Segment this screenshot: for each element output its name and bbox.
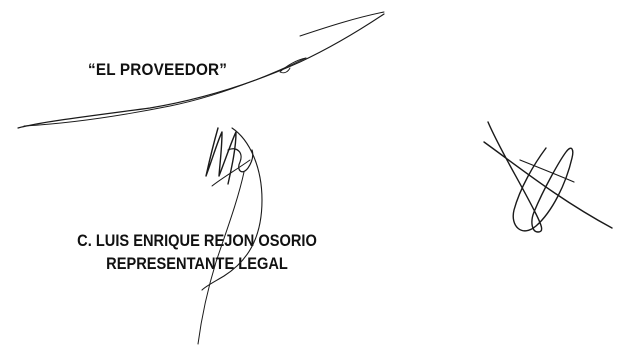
signature-stroke: [483, 141, 613, 229]
provider-label: “EL PROVEEDOR”: [88, 60, 228, 79]
signature-stroke: [487, 121, 574, 233]
signatory-name: C. LUIS ENRIQUE REJON OSORIO: [77, 231, 317, 250]
signatory-title: REPRESENTANTE LEGAL: [106, 254, 288, 273]
signature-flourish-stroke: [299, 11, 385, 37]
signature-stroke: [519, 159, 575, 183]
signatory-block: C. LUIS ENRIQUE REJON OSORIO REPRESENTAN…: [51, 229, 343, 275]
signature-flourish-stroke: [279, 57, 307, 74]
signature-stroke: [211, 159, 251, 187]
signature-stroke: [227, 148, 254, 173]
signature-stroke: [205, 127, 237, 185]
